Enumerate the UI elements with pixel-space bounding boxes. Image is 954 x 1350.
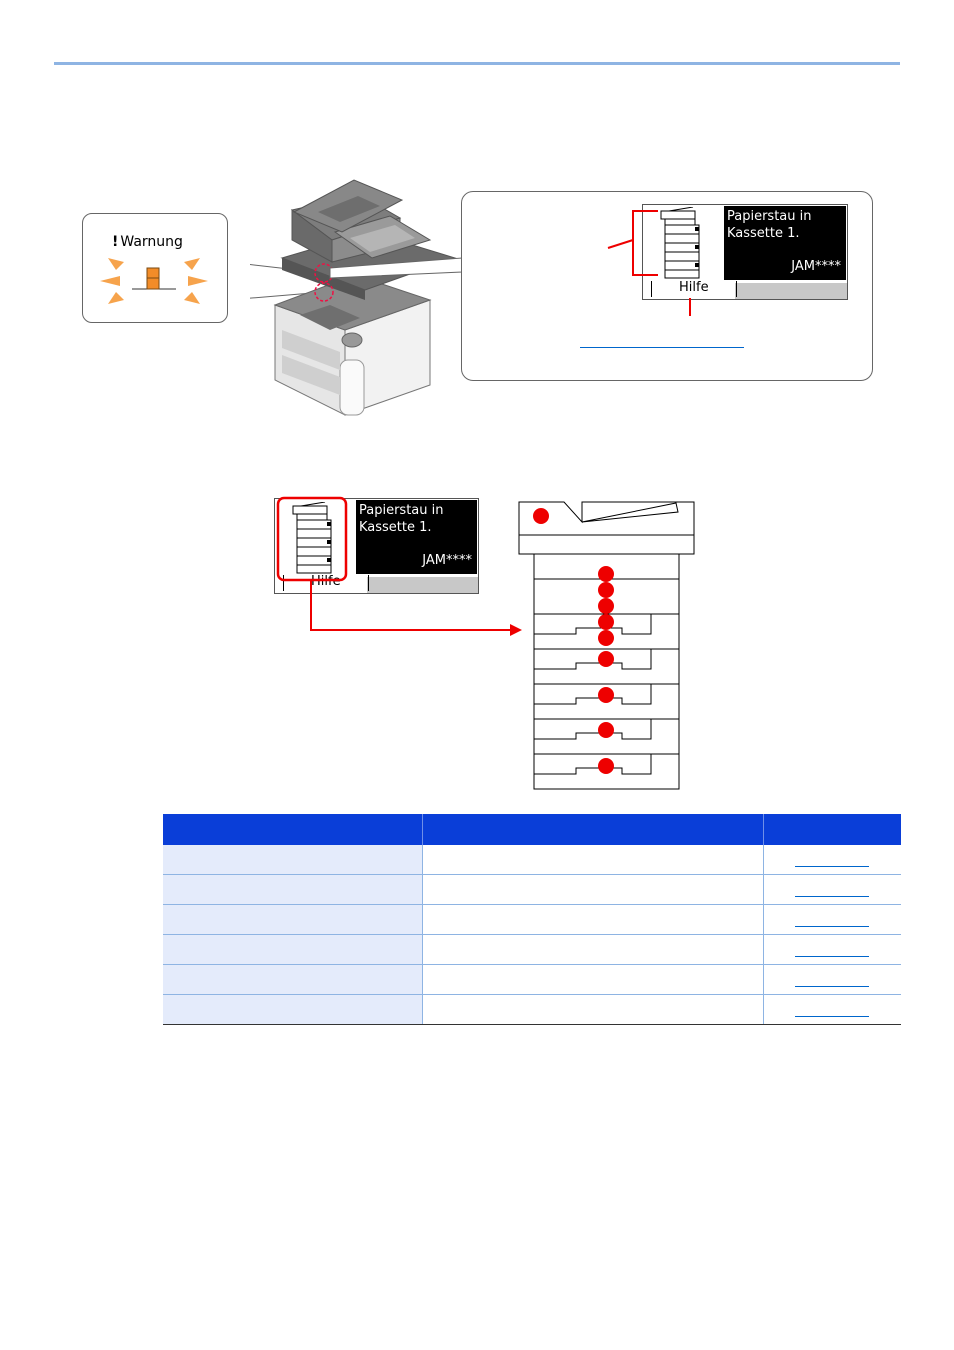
help-key[interactable]: Hilfe: [311, 574, 341, 589]
description-cell: [421, 845, 763, 875]
table-row: [163, 845, 901, 875]
error-code: JAM****: [422, 553, 472, 568]
help-key-bracket: [283, 575, 369, 591]
table-row: [163, 934, 901, 965]
reference-cell: [762, 874, 901, 905]
location-cell: [163, 904, 422, 935]
reference-cell: [762, 845, 901, 875]
warning-lamp-icon: [100, 258, 208, 304]
reference-cell: [762, 964, 901, 995]
location-cell: [163, 845, 422, 875]
reference-cell: [762, 934, 901, 965]
description-cell: [421, 994, 763, 1025]
header-reference: [762, 814, 901, 845]
table-row: [163, 904, 901, 935]
error-message: Papierstau in Kassette 1. JAM****: [356, 500, 477, 574]
machine-diagram-icon: [292, 502, 332, 574]
jam-location-diagram: [276, 496, 695, 790]
table-header-row: [163, 814, 901, 845]
location-cell: [163, 934, 422, 965]
location-cell: [163, 994, 422, 1025]
top-rule: [54, 62, 900, 65]
table-row: [163, 964, 901, 995]
help-key[interactable]: Hilfe: [679, 280, 709, 295]
description-cell: [421, 964, 763, 995]
jam-location-table: [163, 814, 901, 1025]
table-row: [163, 874, 901, 905]
description-cell: [421, 904, 763, 935]
soft-key-bar: [735, 283, 847, 299]
message-line-1: Papierstau in: [727, 209, 812, 224]
display-screen-zoom: Papierstau in Kassette 1. JAM**** Hilfe: [274, 498, 479, 594]
help-key-bracket: [651, 281, 737, 297]
warning-text: Warnung: [120, 234, 183, 250]
message-line-2: Kassette 1.: [727, 226, 800, 241]
error-message: Papierstau in Kassette 1. JAM****: [724, 206, 846, 280]
page-reference-link[interactable]: [795, 943, 870, 957]
location-cell: [163, 874, 422, 905]
description-cell: [421, 934, 763, 965]
warning-exclamation: !: [112, 234, 119, 250]
message-line-1: Papierstau in: [359, 503, 444, 518]
reference-link[interactable]: [580, 347, 744, 348]
reference-cell: [762, 904, 901, 935]
header-location: [163, 814, 422, 845]
location-cell: [163, 964, 422, 995]
machine-diagram-icon: [660, 207, 700, 279]
page-reference-link[interactable]: [795, 913, 870, 927]
table-row: [163, 994, 901, 1025]
display-callout-markers: [607, 210, 691, 316]
page-reference-link[interactable]: [795, 853, 870, 867]
printer-illustration: [250, 179, 463, 416]
description-cell: [421, 874, 763, 905]
error-code: JAM****: [791, 259, 841, 274]
header-description: [421, 814, 763, 845]
warning-label: !Warnung: [112, 234, 183, 250]
reference-cell: [762, 994, 901, 1025]
display-screen-top: Papierstau in Kassette 1. JAM**** Hilfe: [642, 204, 848, 300]
page-reference-link[interactable]: [795, 1003, 870, 1017]
page-reference-link[interactable]: [795, 883, 870, 897]
soft-key-bar: [367, 577, 478, 593]
message-line-2: Kassette 1.: [359, 520, 432, 535]
page-reference-link[interactable]: [795, 973, 870, 987]
